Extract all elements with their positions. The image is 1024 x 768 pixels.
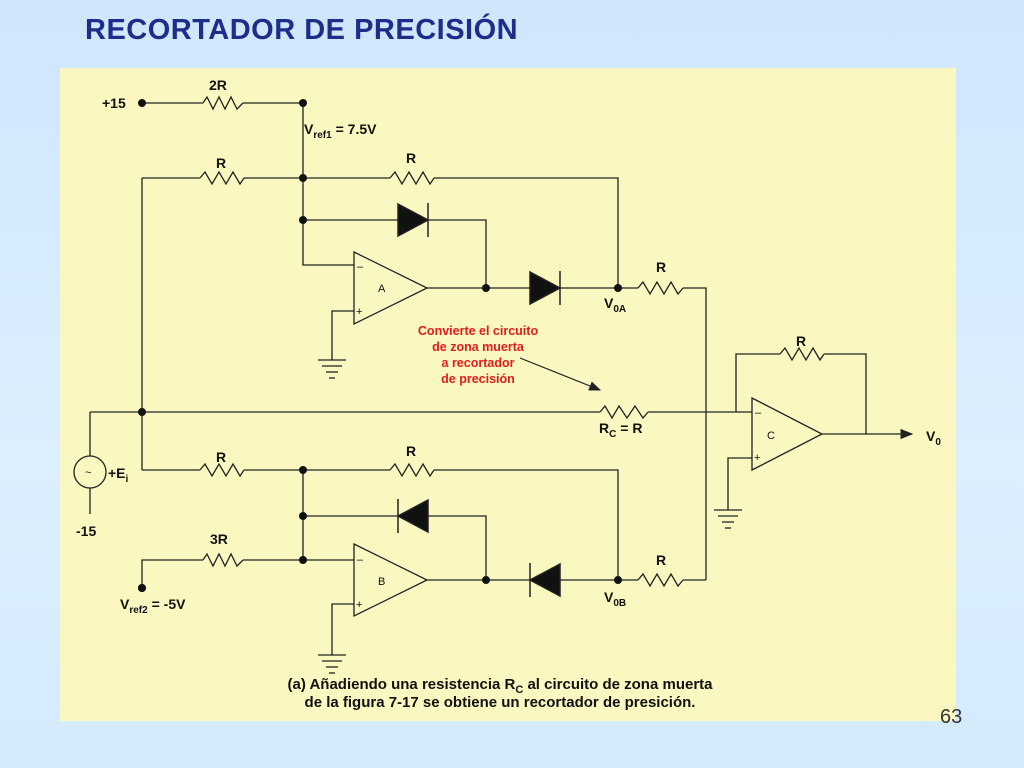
svg-text:A: A — [378, 283, 386, 295]
svg-text:(a) Añadiendo una resistencia: (a) Añadiendo una resistencia RC al circ… — [288, 676, 714, 696]
label-minus15: -15 — [76, 523, 96, 539]
annotation-text: Convierte el circuito de zona muerta a r… — [418, 324, 539, 386]
svg-text:de zona muerta: de zona muerta — [432, 340, 525, 354]
label-r-top-right: R — [406, 150, 416, 166]
resistor-r-bot-left — [199, 462, 245, 478]
label-3r: 3R — [210, 531, 228, 547]
label-r-out-a: R — [656, 259, 666, 275]
label-2r: 2R — [209, 77, 227, 93]
vref2-terminal — [138, 584, 146, 592]
svg-text:+: + — [356, 599, 362, 611]
ground-b-icon — [318, 654, 346, 674]
svg-text:de la figura 7-17 se obtiene u: de la figura 7-17 se obtiene un recortad… — [305, 694, 696, 711]
resistor-r-top-left — [199, 170, 245, 186]
resistor-r-out-b — [637, 572, 684, 588]
resistor-3r — [202, 552, 244, 568]
svg-text:Convierte el circuito: Convierte el circuito — [418, 324, 539, 338]
svg-text:de precisión: de precisión — [441, 372, 515, 386]
svg-text:–: – — [357, 554, 364, 566]
figure-caption: (a) Añadiendo una resistencia RC al circ… — [288, 676, 714, 711]
label-rc: RC = R — [599, 420, 642, 440]
diode-output-b-icon — [528, 562, 561, 598]
opamp-c: – + C — [751, 396, 824, 472]
svg-text:B: B — [378, 576, 385, 588]
svg-text:–: – — [755, 407, 762, 419]
diodes — [396, 202, 562, 598]
junction-nodes — [138, 99, 622, 592]
resistor-r-out-a — [637, 280, 684, 296]
diode-output-a-icon — [529, 270, 562, 306]
svg-text:+: + — [356, 306, 362, 318]
svg-text:C: C — [767, 430, 775, 442]
label-r-bot-right: R — [406, 443, 416, 459]
labels: +15 2R Vref1 = 7.5V R R R V0A R RC = R V… — [76, 77, 941, 616]
ground-c-icon — [714, 509, 742, 529]
svg-text:–: – — [357, 261, 364, 273]
resistor-rc — [599, 404, 649, 420]
resistor-r-top-right — [389, 170, 435, 186]
annotation-arrow — [519, 357, 602, 391]
slide-title: RECORTADOR DE PRECISIÓN — [85, 14, 519, 46]
ground-icons — [318, 359, 742, 674]
ground-a-icon — [318, 359, 346, 379]
label-r-top-left: R — [216, 155, 226, 171]
label-vref2: Vref2 = -5V — [120, 596, 186, 616]
resistor-r-bot-right — [389, 462, 435, 478]
label-ei: +Ei — [108, 465, 129, 485]
label-v0b: V0B — [604, 589, 626, 609]
label-v0: V0 — [926, 428, 941, 448]
ac-source-icon: ~ — [73, 455, 107, 489]
label-plus15: +15 — [102, 95, 126, 111]
label-r-out-b: R — [656, 552, 666, 568]
diode-feedback-b-icon — [396, 498, 429, 534]
label-r-bot-left: R — [216, 449, 226, 465]
resistor-2r — [202, 95, 244, 111]
label-vref1: Vref1 = 7.5V — [304, 121, 377, 141]
diagram-panel — [60, 68, 956, 721]
label-v0a: V0A — [604, 295, 626, 315]
svg-text:~: ~ — [85, 467, 91, 479]
page-number: 63 — [940, 706, 963, 728]
svg-text:a recortador: a recortador — [442, 356, 515, 370]
label-r-feedback-c: R — [796, 333, 806, 349]
svg-text:+: + — [754, 452, 760, 464]
resistors — [199, 95, 825, 588]
opamp-a: – + A — [353, 250, 429, 326]
diode-feedback-a-icon — [397, 202, 430, 238]
wires — [89, 102, 914, 655]
opamp-b: – + B — [353, 542, 429, 618]
resistor-r-feedback-c — [779, 346, 825, 362]
